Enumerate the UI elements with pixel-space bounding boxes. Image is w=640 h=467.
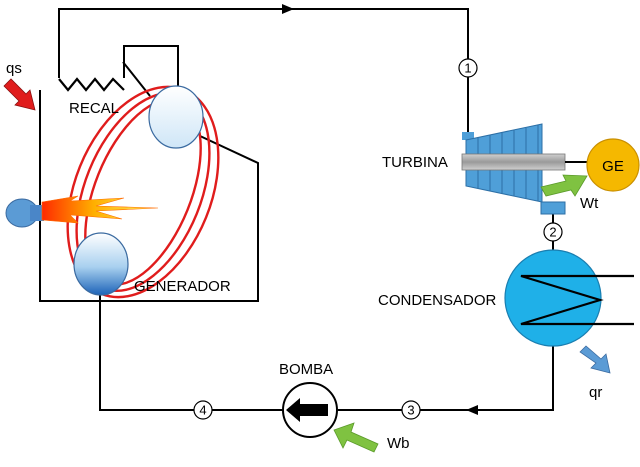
turbine [461,123,588,215]
pump [282,382,338,438]
boiler [3,45,259,302]
heat-rejection-label: qr [589,384,602,401]
electric-generator [586,138,640,192]
turbine-work-label: Wt [580,195,599,212]
condenser-label: CONDENSADOR [378,292,497,309]
state-point-label: 4 [199,403,206,418]
state-point-label: 3 [407,403,414,418]
turbine-label: TURBINA [382,154,448,171]
reheater-coil [58,77,125,92]
reheater-loop [123,45,179,88]
state-point-2: 2 [543,222,563,242]
pump-label: BOMBA [279,361,333,378]
pump-work-arrow-icon [333,422,379,453]
heat-rejection-arrow-icon [579,345,611,374]
state-point-4: 4 [193,400,213,420]
steam-drum [148,85,204,149]
pipe-pump-to-generator [99,292,283,411]
pump-arrow-icon [286,398,328,422]
heat-input-arrow-icon [3,78,36,111]
turbine-outlet [540,201,566,215]
electric-generator-label: GE [602,158,624,175]
flame-icon [41,195,159,224]
turbine-shaft [461,153,566,171]
heat-input-label: qs [6,60,22,77]
pipe-condenser-to-pump [338,346,554,411]
state-point-label: 2 [549,225,556,240]
cooling-coil [520,274,634,326]
pipe-boiler-to-turbine [58,8,469,134]
burner [5,195,159,228]
flow-arrow-bottom [466,405,478,415]
water-drum [73,232,129,296]
reheater-label: RECAL [69,100,119,117]
condenser-shell [504,249,602,347]
turbine-work-arrow-icon [540,174,588,197]
generator-label: GENERADOR [134,278,231,295]
state-point-1: 1 [458,58,478,78]
condenser [504,249,634,347]
state-point-label: 1 [464,61,471,76]
state-point-3: 3 [401,400,421,420]
flow-arrow-top [282,4,294,14]
pump-work-label: Wb [387,435,410,452]
